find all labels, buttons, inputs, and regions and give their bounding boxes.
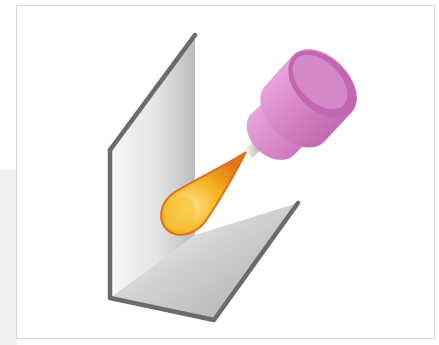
spray-hotspot xyxy=(165,195,195,231)
spray-nozzle-icon xyxy=(245,49,357,160)
outer-edge xyxy=(107,147,301,323)
floor-plate xyxy=(110,203,298,320)
nozzle-cap-highlight xyxy=(292,54,348,110)
left-panel-strip xyxy=(0,170,17,345)
spray-cone-icon xyxy=(160,151,247,236)
top-edge xyxy=(107,32,198,153)
